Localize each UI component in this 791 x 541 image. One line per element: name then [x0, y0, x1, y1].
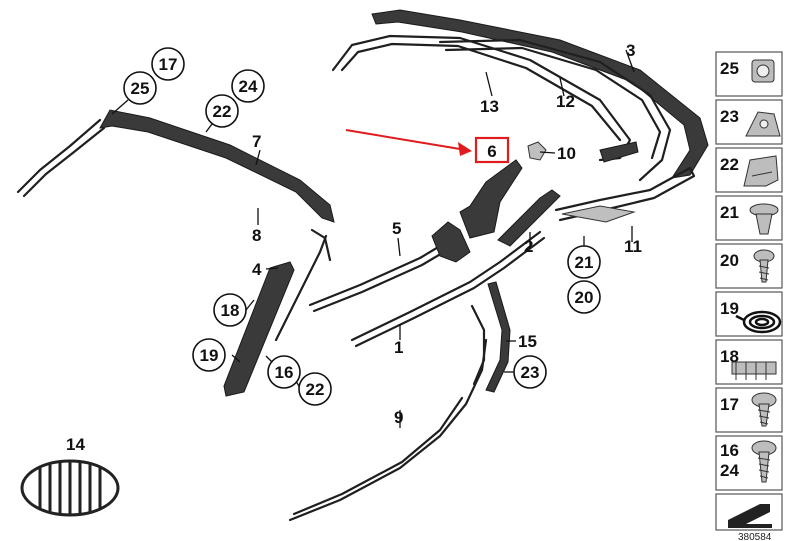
callout-21: 21: [567, 245, 601, 279]
sidebar-item-23: 23: [715, 99, 783, 145]
kidney-grille-14: [20, 459, 120, 517]
screw-icon: [753, 249, 775, 283]
callout-25: 25: [123, 71, 157, 105]
sidebar-item-16-24: 16 24: [715, 435, 783, 491]
svg-text:22: 22: [720, 155, 739, 174]
callout-23: 23: [513, 355, 547, 389]
svg-text:16: 16: [275, 363, 294, 382]
red-arrowhead-icon: [458, 142, 472, 156]
reference-number: 380584: [738, 532, 772, 541]
svg-text:21: 21: [720, 203, 739, 222]
callout-22-bottom: 22: [298, 372, 332, 406]
svg-text:20: 20: [720, 251, 739, 270]
sidebar-item-17: 17: [715, 387, 783, 433]
window-seal-5: [308, 244, 446, 313]
highlight-label: 6: [487, 142, 496, 161]
label-9: 9: [394, 408, 403, 427]
label-7: 7: [252, 132, 261, 151]
sidebar-item-21: 21: [715, 195, 783, 241]
sidebar-item-18: 18: [715, 339, 783, 385]
sidebar-item-19: 19: [715, 291, 783, 337]
svg-text:23: 23: [720, 107, 739, 126]
svg-text:24: 24: [720, 461, 739, 480]
svg-text:19: 19: [720, 299, 739, 318]
label-3: 3: [626, 41, 635, 60]
svg-text:17: 17: [720, 395, 739, 414]
svg-text:20: 20: [575, 288, 594, 307]
sidebar-item-20: 20: [715, 243, 783, 289]
svg-text:25: 25: [131, 79, 150, 98]
label-4: 4: [252, 260, 262, 279]
clip-nut-icon: [751, 59, 775, 83]
sidebar-item-25: 25: [715, 51, 783, 97]
label-12: 12: [556, 92, 575, 111]
side-trim-11: [554, 166, 696, 223]
pillar-trim-4: [223, 234, 328, 397]
sidebar-item-arrow: [715, 493, 783, 531]
highlight-callout: 6: [345, 129, 510, 164]
callout-18: 18: [213, 293, 247, 327]
callout-17: 17: [151, 47, 185, 81]
label-8: 8: [252, 226, 261, 245]
rubber-cord-icon: [735, 310, 782, 334]
windshield-frame-7-8: [16, 109, 335, 262]
hex-screw-icon: [751, 392, 777, 427]
expansion-nut-icon: [745, 111, 781, 137]
callout-16: 16: [267, 355, 301, 389]
label-5: 5: [392, 219, 401, 238]
label-11: 11: [624, 237, 642, 256]
window-seal-1: [350, 230, 546, 348]
svg-text:24: 24: [239, 77, 258, 96]
roof-seal-frame-12: [438, 38, 672, 182]
rear-seal-15: [470, 281, 511, 393]
label-1: 1: [394, 338, 403, 357]
label-14: 14: [66, 435, 85, 454]
sidebar-item-22: 22: [715, 147, 783, 193]
center-post-6: [431, 159, 523, 263]
plastic-clip-icon: [743, 155, 779, 187]
svg-text:18: 18: [720, 347, 739, 366]
svg-text:22: 22: [306, 380, 325, 399]
svg-text:22: 22: [213, 102, 232, 121]
highlight-box: [474, 136, 510, 164]
svg-text:16: 16: [720, 441, 739, 460]
svg-text:17: 17: [159, 55, 178, 74]
svg-text:18: 18: [221, 301, 240, 320]
label-2: 2: [524, 237, 533, 256]
svg-text:19: 19: [200, 346, 219, 365]
push-rivet-icon: [749, 203, 779, 235]
label-13: 13: [480, 97, 499, 116]
label-10: 10: [557, 144, 576, 163]
label-15: 15: [518, 332, 537, 351]
arrow-icon: [728, 504, 772, 528]
callout-19: 19: [192, 338, 226, 372]
callout-20: 20: [567, 280, 601, 314]
circled-labels: 17 25 24 22 18 19 16 22: [123, 47, 601, 406]
callout-22-top: 22: [205, 94, 239, 128]
svg-text:21: 21: [575, 253, 594, 272]
svg-text:25: 25: [720, 59, 739, 78]
fastener-strip-icon: [731, 361, 777, 380]
plain-labels: 3 13 12 10 7 8 5 2 11 4 1 15 9 14: [66, 41, 642, 454]
svg-text:23: 23: [521, 363, 540, 382]
parts-sidebar: 25 23 22 21: [715, 51, 783, 541]
bracket-10: [527, 141, 547, 161]
callout-24: 24: [231, 69, 265, 103]
sheet-metal-screw-icon: [751, 440, 777, 483]
roof-seal-frame-13: [331, 34, 639, 163]
sill-seal-9: [288, 338, 488, 522]
center-post-2: [497, 189, 561, 247]
